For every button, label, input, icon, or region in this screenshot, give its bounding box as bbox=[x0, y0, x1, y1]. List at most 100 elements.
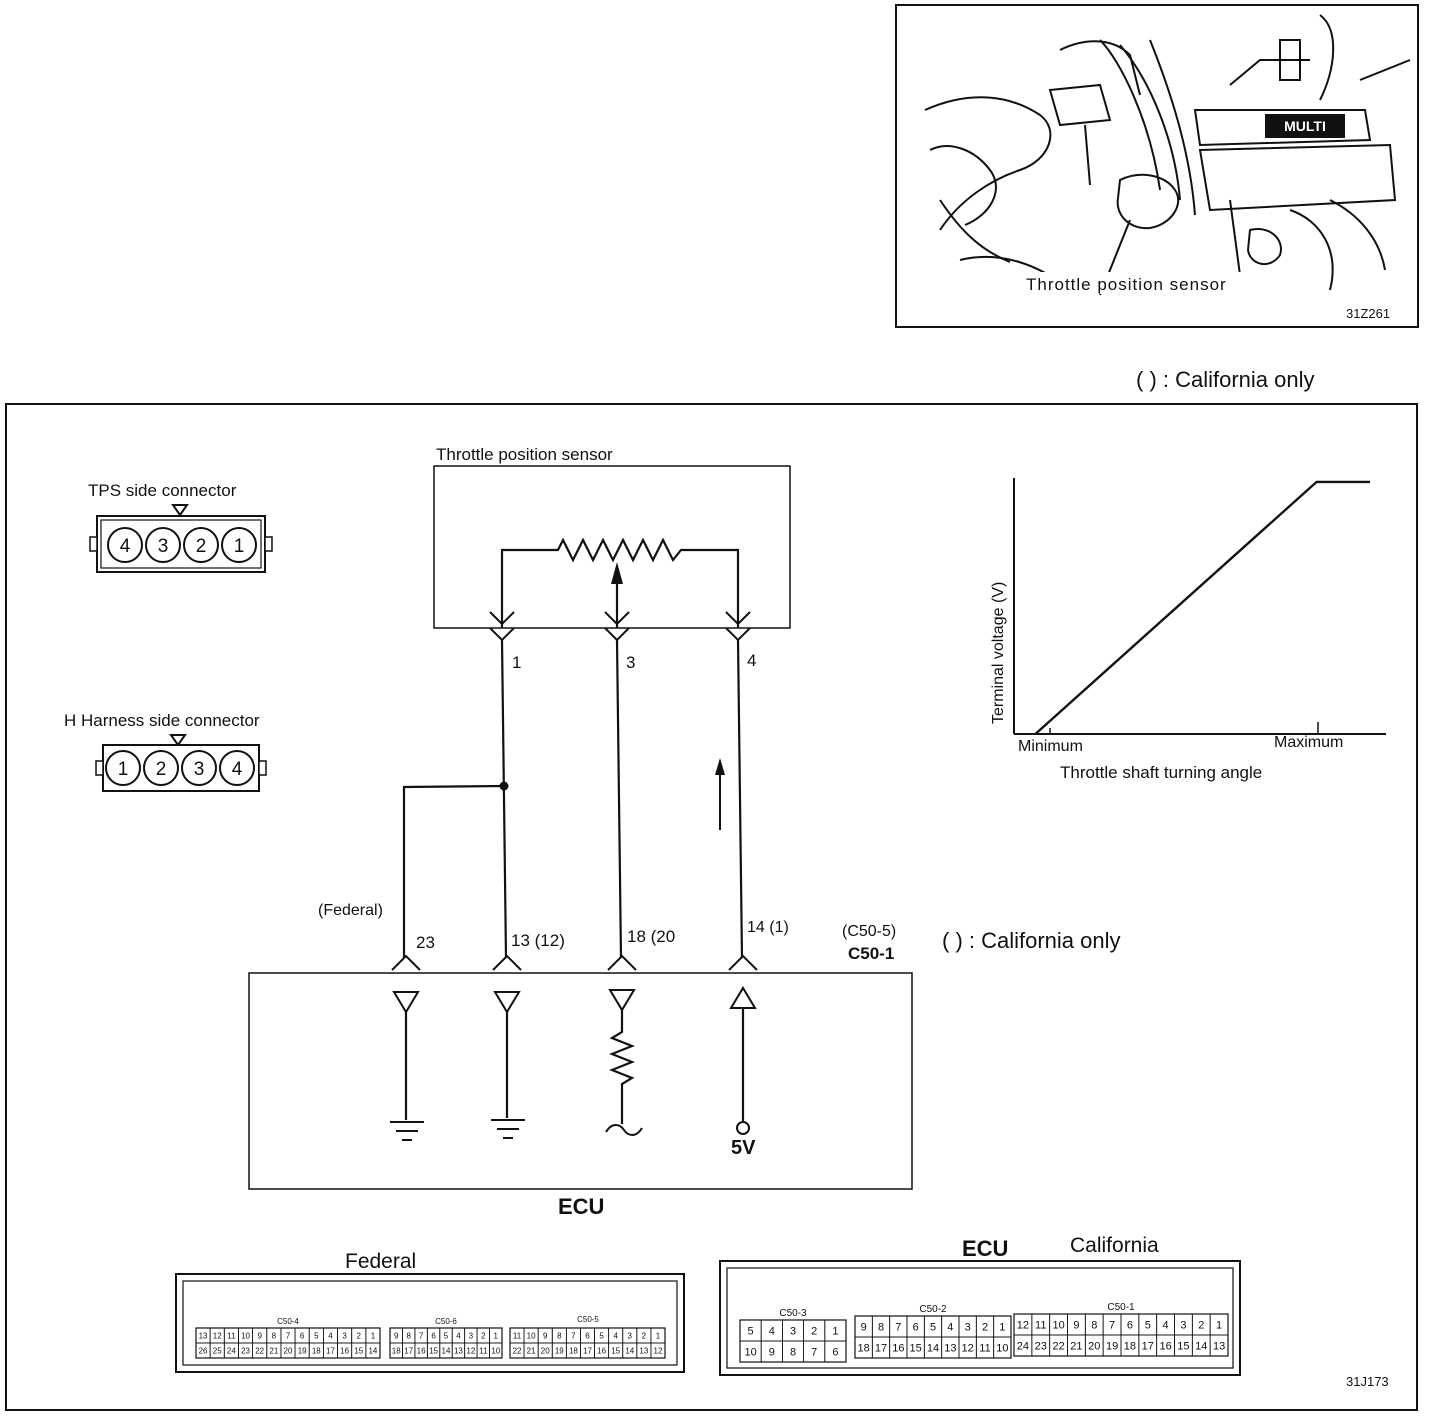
cal-c50-1-pin-number: 13 bbox=[1213, 1340, 1225, 1352]
fed-c50-4-pin-number: 1 bbox=[371, 1331, 376, 1340]
harness-side-connector-label: H Harness side connector bbox=[64, 711, 260, 730]
tps-side-connector-label: TPS side connector bbox=[88, 481, 237, 500]
supply-5v-label: 5V bbox=[731, 1137, 756, 1159]
bottom-figure-id: 31J173 bbox=[1346, 1374, 1389, 1389]
terminal-18-label: 18 (20 bbox=[627, 927, 675, 946]
cal-c50-2-pin-number: 6 bbox=[913, 1321, 919, 1333]
chart-series-line bbox=[1034, 480, 1370, 735]
fed-c50-4-pin-number: 5 bbox=[314, 1331, 319, 1340]
cal-c50-1-pin-number: 23 bbox=[1035, 1340, 1047, 1352]
cal-c50-2-pin-number: 9 bbox=[861, 1321, 867, 1333]
fed-c50-4-pin-number: 23 bbox=[241, 1346, 250, 1355]
fed-c50-5-pin-number: 18 bbox=[569, 1346, 578, 1355]
cal-c50-2-pin-number: 10 bbox=[996, 1342, 1008, 1354]
fed-c50-5-pin-number: 8 bbox=[557, 1331, 562, 1340]
fed-c50-4-pin-number: 15 bbox=[354, 1346, 363, 1355]
terminal-13-label: 13 (12) bbox=[511, 931, 565, 950]
fed-c50-4-pin-number: 26 bbox=[199, 1346, 208, 1355]
fed-c50-5-pin-number: 6 bbox=[585, 1331, 590, 1340]
diagram-frame bbox=[5, 403, 1418, 1411]
fed-c50-4-pin-number: 11 bbox=[227, 1331, 236, 1340]
fed-c50-5-pin-number: 15 bbox=[611, 1346, 620, 1355]
fed-c50-6-pin-number: 7 bbox=[419, 1331, 424, 1340]
tps-pin-label: 2 bbox=[196, 536, 207, 557]
cal-c50-3-pin-number: 7 bbox=[811, 1346, 817, 1358]
fed-c50-5-pin-number: 4 bbox=[613, 1331, 618, 1340]
cal-c50-2-pin-number: 5 bbox=[930, 1321, 936, 1333]
tps-pin-1-label: 1 bbox=[512, 653, 521, 672]
cal-c50-1-pin-number: 18 bbox=[1124, 1340, 1136, 1352]
ground-icon bbox=[491, 1119, 525, 1139]
fed-c50-6-pin-number: 12 bbox=[466, 1346, 475, 1355]
ground-junction bbox=[499, 781, 509, 791]
fed-c50-5-cell bbox=[650, 1342, 666, 1359]
cal-c50-2-pin-number: 18 bbox=[858, 1342, 870, 1354]
harness-wires bbox=[402, 639, 744, 959]
california-title: California bbox=[1070, 1234, 1159, 1257]
cal-c50-3-pin-number: 1 bbox=[832, 1325, 838, 1337]
harness-pin-label: 4 bbox=[232, 759, 243, 780]
cal-c50-2-cell bbox=[993, 1336, 1012, 1359]
cal-c50-1-pin-number: 22 bbox=[1052, 1340, 1064, 1352]
voltage-chart: Terminal voltage (V) Minimum Maximum Thr… bbox=[990, 478, 1386, 782]
fed-c50-6-pin-number: 18 bbox=[392, 1346, 401, 1355]
terminal-23-label: 23 bbox=[416, 933, 435, 952]
cal-c50-3-pin-number: 2 bbox=[811, 1325, 817, 1337]
california-ecu-title: ECU bbox=[962, 1236, 1008, 1261]
cal-c50-3-pin-number: 5 bbox=[748, 1325, 754, 1337]
fed-group-label: C50-5 bbox=[577, 1315, 599, 1324]
tps-resistor-icon bbox=[500, 537, 740, 628]
cal-c50-2-pin-number: 13 bbox=[944, 1342, 956, 1354]
wiper-arrow-icon bbox=[611, 562, 623, 584]
tps-side-connector: TPS side connector 4 3 2 1 bbox=[88, 481, 273, 573]
federal-title: Federal bbox=[345, 1250, 416, 1273]
cal-c50-3-pin-number: 8 bbox=[790, 1346, 796, 1358]
ecu-block: 5V bbox=[248, 972, 913, 1190]
fed-c50-4-pin-number: 6 bbox=[300, 1331, 305, 1340]
cal-c50-1-pin-number: 6 bbox=[1127, 1319, 1133, 1331]
fed-c50-4-pin-number: 22 bbox=[255, 1346, 264, 1355]
fed-c50-6-cell bbox=[489, 1342, 503, 1359]
cal-c50-2-pin-number: 16 bbox=[892, 1342, 904, 1354]
cal-c50-3-pin-number: 3 bbox=[790, 1325, 796, 1337]
ecu-resistor-icon bbox=[609, 1010, 635, 1124]
fed-c50-6-pin-number: 15 bbox=[429, 1346, 438, 1355]
cal-c50-3-pin-number: 10 bbox=[744, 1346, 756, 1358]
cal-c50-1-pin-number: 5 bbox=[1145, 1319, 1151, 1331]
fed-c50-4-pin-number: 17 bbox=[326, 1346, 335, 1355]
cal-c50-1-pin-number: 2 bbox=[1198, 1319, 1204, 1331]
cal-c50-1-pin-number: 15 bbox=[1177, 1340, 1189, 1352]
fed-group-label: C50-6 bbox=[435, 1317, 457, 1326]
tps-block-title: Throttle position sensor bbox=[436, 445, 613, 464]
photo-caption: Throttle position sensor bbox=[1026, 275, 1227, 294]
harness-pin-label: 2 bbox=[156, 759, 167, 780]
fed-c50-5-pin-number: 7 bbox=[571, 1331, 576, 1340]
fed-group-label: C50-4 bbox=[277, 1317, 299, 1326]
throttle-position-sensor-block: Throttle position sensor bbox=[433, 445, 791, 629]
cal-group-label: C50-2 bbox=[919, 1304, 947, 1315]
cal-c50-2-pin-number: 17 bbox=[875, 1342, 887, 1354]
connector-alt-label: (C50-5) bbox=[842, 923, 896, 940]
cal-c50-2-pin-number: 12 bbox=[962, 1342, 974, 1354]
fed-c50-4-pin-number: 10 bbox=[241, 1331, 250, 1340]
ground-icon bbox=[390, 1121, 424, 1141]
fed-c50-5-pin-number: 19 bbox=[555, 1346, 564, 1355]
supply-terminal-icon bbox=[736, 1121, 750, 1135]
cal-c50-2-pin-number: 7 bbox=[895, 1321, 901, 1333]
cal-c50-3-cell bbox=[824, 1340, 847, 1363]
fed-c50-4-pin-number: 18 bbox=[312, 1346, 321, 1355]
fed-c50-6-pin-number: 14 bbox=[442, 1346, 451, 1355]
chart-tick-label-min: Minimum bbox=[1018, 738, 1083, 755]
photo-figure-id: 31Z261 bbox=[1346, 306, 1390, 321]
fed-c50-6-pin-number: 6 bbox=[431, 1331, 436, 1340]
fed-c50-6-pin-number: 13 bbox=[454, 1346, 463, 1355]
cal-c50-1-cell bbox=[1209, 1334, 1229, 1357]
fed-c50-6-pin-number: 8 bbox=[406, 1331, 411, 1340]
fed-c50-4-pin-number: 19 bbox=[298, 1346, 307, 1355]
fed-c50-4-pin-number: 13 bbox=[199, 1331, 208, 1340]
cal-c50-1-pin-number: 7 bbox=[1109, 1319, 1115, 1331]
fed-c50-5-pin-number: 5 bbox=[599, 1331, 604, 1340]
fed-c50-6-pin-number: 10 bbox=[491, 1346, 500, 1355]
cal-c50-2-pin-number: 8 bbox=[878, 1321, 884, 1333]
